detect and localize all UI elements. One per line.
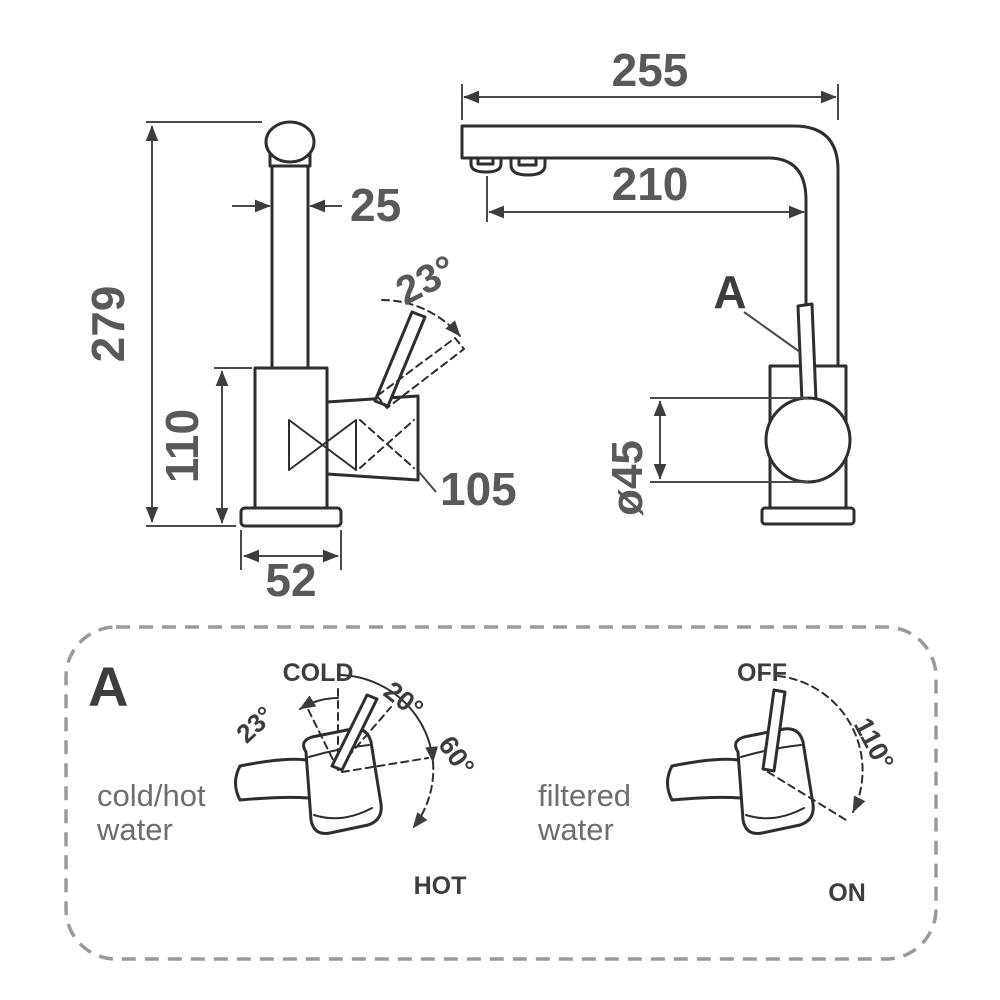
filter-on-label: ON [828, 879, 866, 907]
dim-105: 105 [418, 463, 517, 515]
detail-panel-label: A [88, 655, 128, 718]
front-handle-angle-arc [381, 299, 461, 337]
mixer-hot-label: HOT [414, 872, 467, 900]
front-spout-pipe [270, 158, 310, 370]
detail-ref-A: A [713, 266, 801, 353]
front-valve-symbol-dashed [359, 419, 415, 469]
front-body [253, 366, 329, 510]
dim-52-value: 52 [265, 554, 316, 606]
dim-25: 25 [232, 179, 401, 231]
mixer-caption-line1: cold/hot [97, 778, 206, 813]
mixer-cold-label: COLD [283, 659, 354, 687]
dim-210: 210 [486, 158, 805, 222]
dim-255-value: 255 [612, 44, 689, 96]
front-handle-socket [325, 394, 420, 482]
filter-lever-on-position [767, 771, 847, 821]
front-angle-value: 23° [389, 247, 463, 314]
front-base [239, 506, 343, 528]
filter-body [734, 727, 815, 835]
detail-panel-border [64, 625, 938, 961]
mixer-body [302, 727, 383, 835]
side-outlet-detail [517, 156, 538, 167]
side-handle-joint [764, 396, 852, 484]
side-view: 255 210 A ø45 [460, 44, 856, 526]
front-valve-symbol [288, 419, 357, 471]
mixer-arc-23 [299, 695, 339, 710]
filter-caption-line1: filtered [538, 778, 631, 813]
filter-caption-line2: water [537, 812, 614, 847]
filter-lever [761, 688, 787, 773]
dim-52: 52 [240, 530, 342, 606]
mixer-lever [330, 693, 379, 772]
mixer-lever-back-position [304, 702, 339, 771]
mixer-spout-stub [234, 757, 310, 802]
front-view: 279 25 110 105 52 23° [82, 120, 517, 606]
dim-279: 279 [82, 121, 262, 527]
mixer-lever-side-position [341, 757, 429, 773]
front-handle-lever-dashed [376, 337, 465, 409]
dim-25-value: 25 [350, 179, 401, 231]
dim-279-value: 279 [82, 286, 134, 363]
front-spout-cap [264, 120, 316, 164]
dim-110-value: 110 [156, 409, 208, 483]
dim-255: 255 [461, 44, 839, 120]
dim-210-value: 210 [612, 158, 689, 210]
side-aerator-detail [476, 156, 495, 166]
dim-d45: ø45 [603, 397, 808, 516]
filter-off-label: OFF [737, 659, 787, 687]
side-handle-lever [796, 302, 818, 404]
side-base [760, 506, 856, 526]
mixer-arc-60 [377, 683, 439, 763]
mixer-arc-20 [337, 674, 379, 685]
mixer-caption-line2: water [96, 812, 173, 847]
filter-spout-stub [666, 757, 742, 802]
detail-ref-label: A [713, 266, 746, 318]
filter-arc-110 [777, 675, 866, 813]
detail-panel: A COLD 20° 60° 23° HOT cold/hot water [64, 625, 938, 961]
dim-110: 110 [156, 367, 252, 524]
mixer-arc-hot [412, 761, 435, 829]
dim-d45-value: ø45 [603, 440, 652, 516]
front-handle-lever [373, 310, 427, 408]
dim-105-value: 105 [440, 463, 517, 515]
